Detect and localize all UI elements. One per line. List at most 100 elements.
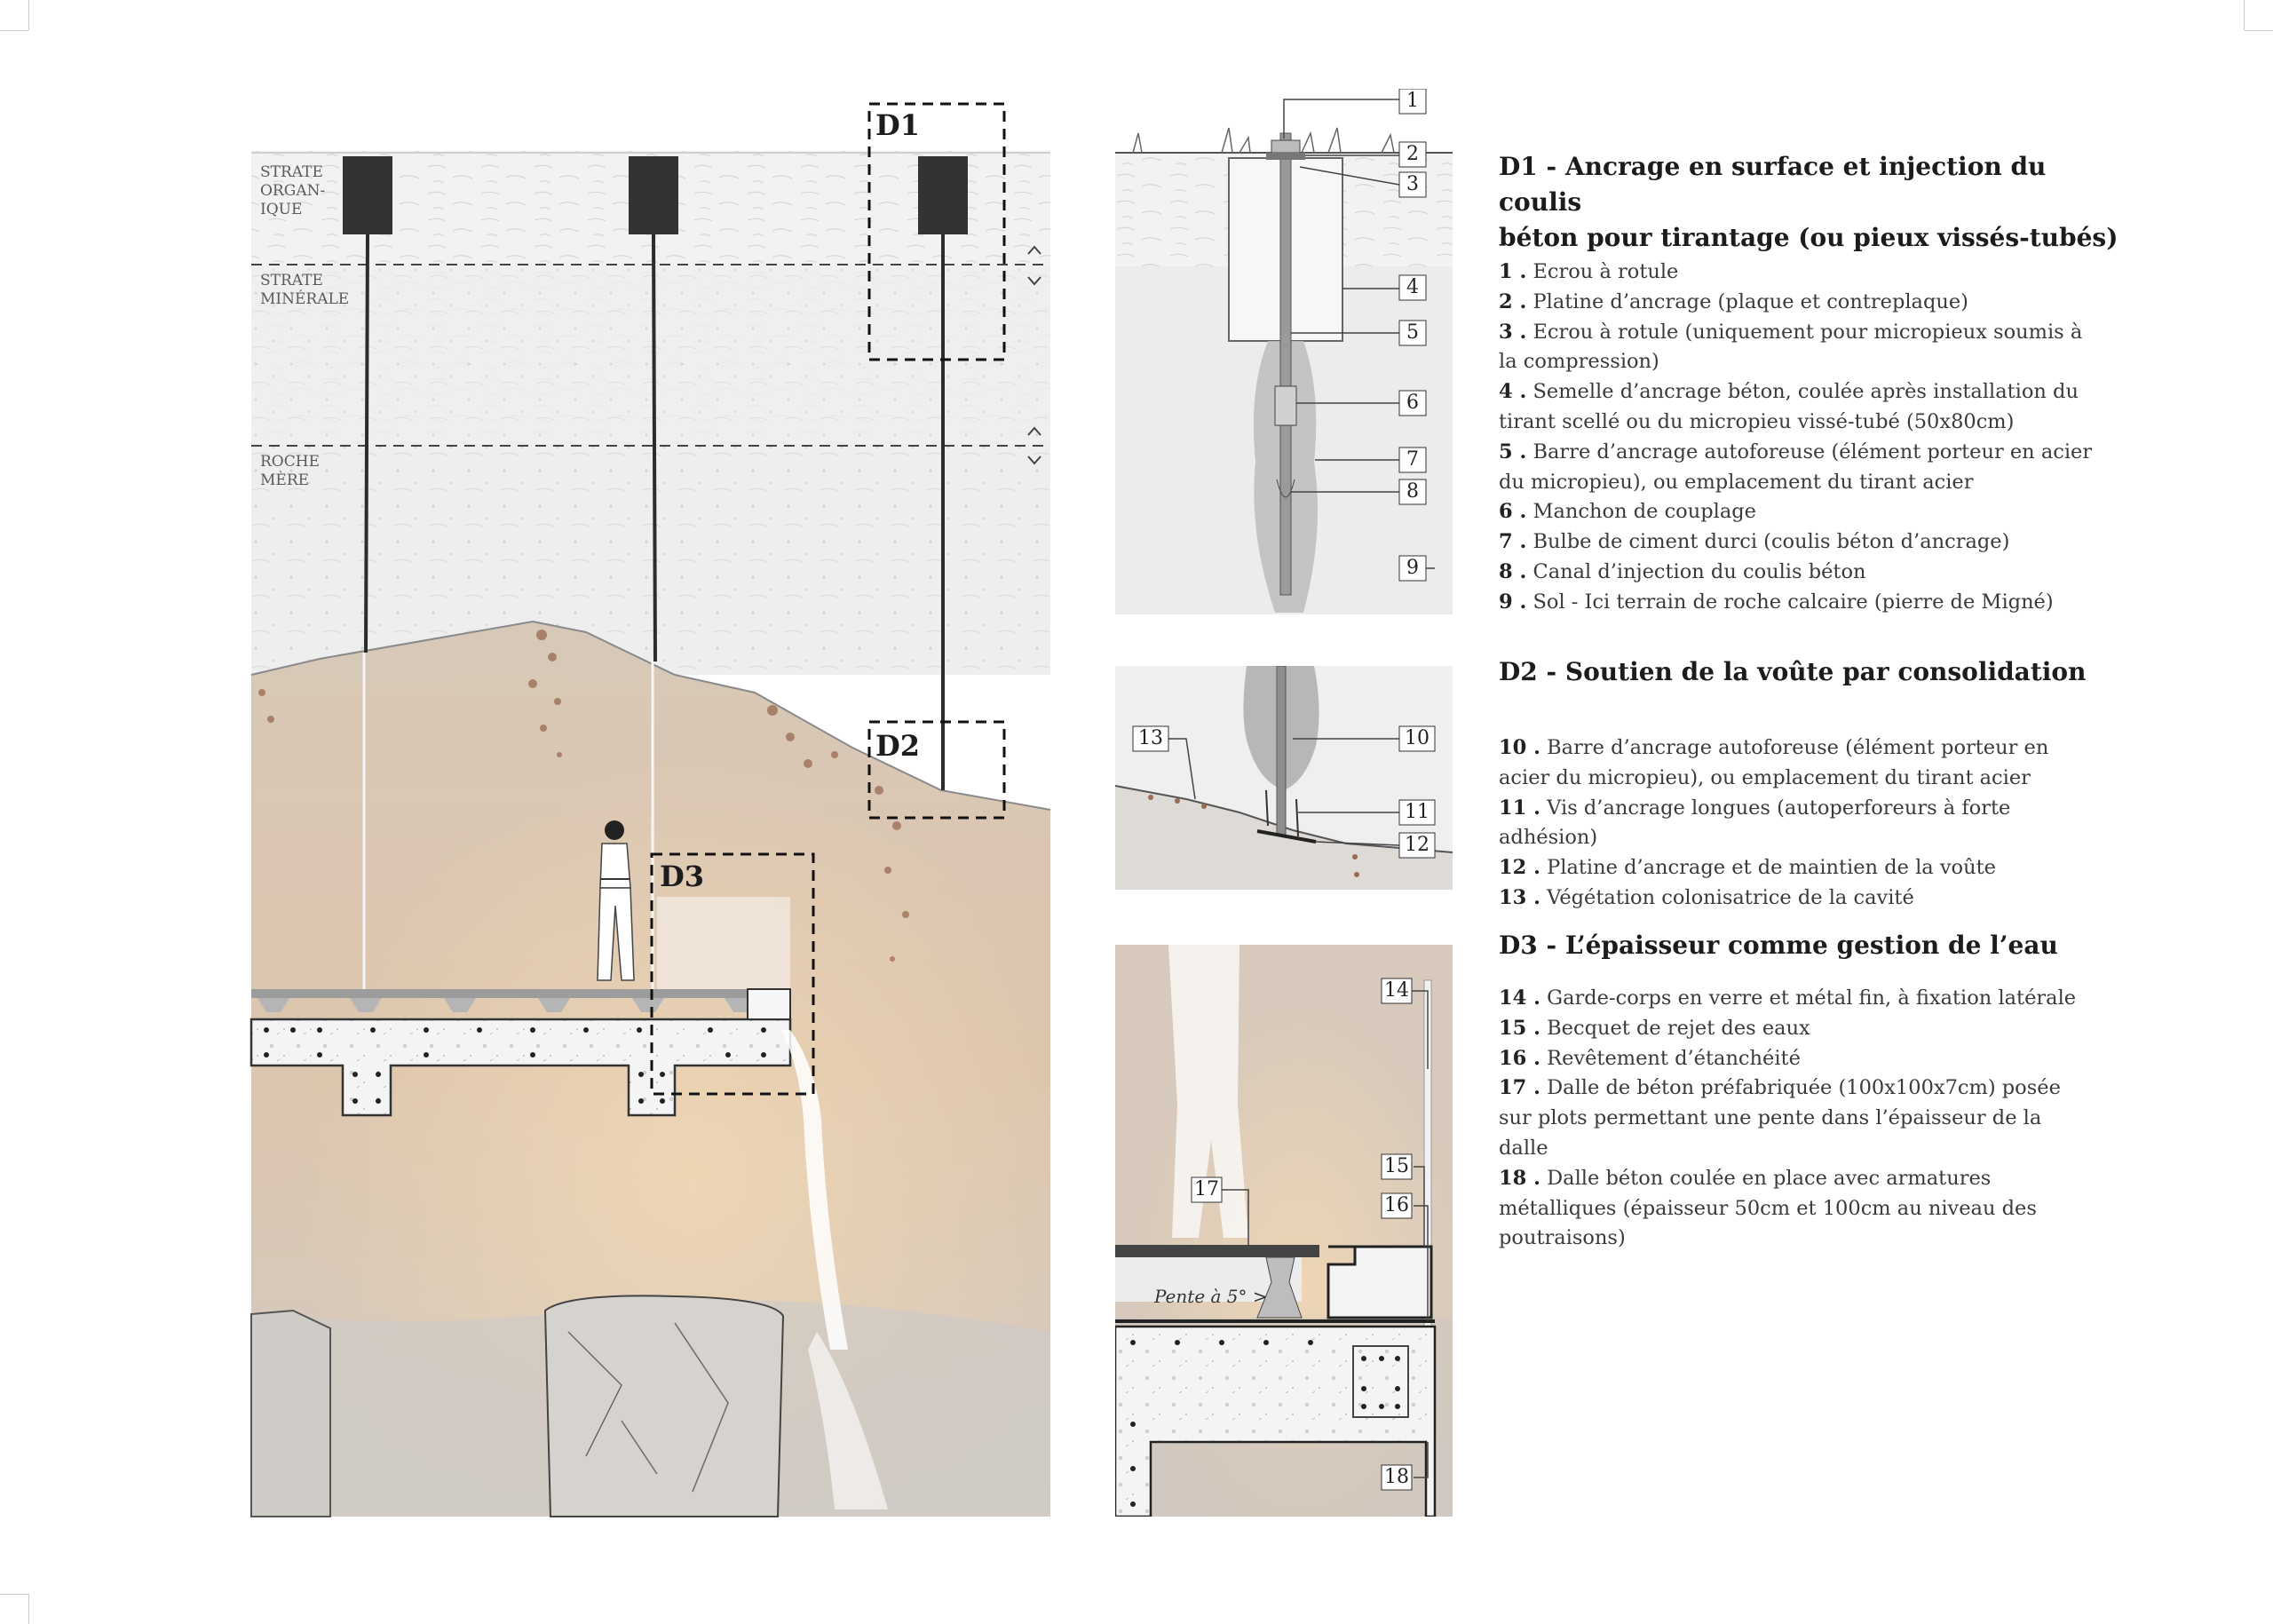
callout-14: 14 [1384, 979, 1409, 1002]
legend-num: 17 . [1499, 1076, 1540, 1100]
d3-legend-list: 14 . Garde-corps en verre et métal fin, … [1499, 984, 2094, 1254]
d1-title: D1 - Ancrage en surface et injection du … [1499, 149, 2120, 256]
detail-box-label-d1: D1 [875, 108, 921, 142]
legend-item: 8 . Canal d’injection du coulis béton [1499, 558, 2094, 588]
legend-num: 15 . [1499, 1016, 1540, 1040]
legend-text: Végétation colonisatrice de la cavité [1547, 885, 1914, 909]
detail-box-label-d3: D3 [660, 860, 705, 893]
legend-num: 6 . [1499, 500, 1527, 524]
legend-text: Revêtement d’étanchéité [1547, 1046, 1801, 1070]
legend-text: Canal d’injection du coulis béton [1532, 559, 1866, 583]
strata-line: ROCHE [260, 453, 320, 471]
crop-mark-top-left [28, 0, 29, 30]
d3-title: D3 - L’épaisseur comme gestion de l’eau [1499, 931, 2058, 960]
legend-item: 16 . Revêtement d’étanchéité [1499, 1044, 2094, 1074]
legend-num: 9 . [1499, 590, 1527, 614]
legend-text: Ecrou à rotule (uniquement pour micropie… [1499, 320, 2083, 374]
strata-line: IQUE [260, 201, 303, 218]
legend-item: 9 . Sol - Ici terrain de roche calcaire … [1499, 588, 2094, 618]
legend-item: 12 . Platine d’ancrage et de maintien de… [1499, 853, 2094, 883]
callout-18: 18 [1384, 1466, 1409, 1488]
callout-15: 15 [1384, 1155, 1409, 1177]
legend-num: 2 . [1499, 289, 1527, 313]
callout-7: 7 [1406, 448, 1419, 471]
callout-8: 8 [1406, 480, 1419, 503]
callout-4: 4 [1406, 276, 1419, 298]
person-figure [597, 820, 635, 981]
legend-num: 8 . [1499, 559, 1527, 583]
legend-num: 7 . [1499, 530, 1527, 554]
legend-item: 13 . Végétation colonisatrice de la cavi… [1499, 883, 2094, 914]
legend-num: 12 . [1499, 856, 1540, 880]
callout-1: 1 [1406, 90, 1419, 112]
legend-text: Dalle béton coulée en place avec armatur… [1499, 1166, 2037, 1250]
strata-line: MÈRE [260, 471, 310, 489]
strata-label-roche: ROCHE MÈRE [260, 453, 320, 490]
callout-12: 12 [1405, 834, 1430, 856]
detail-d3-drawing [1115, 945, 1453, 1517]
legend-text: Barre d’ancrage autoforeuse (élément por… [1499, 440, 2093, 494]
strata-line: STRATE [260, 163, 323, 181]
strata-label-organique: STRATE ORGAN- IQUE [260, 163, 325, 219]
callout-13: 13 [1138, 727, 1163, 749]
legend-text: Garde-corps en verre et métal fin, à fix… [1547, 986, 2077, 1010]
legend-num: 14 . [1499, 986, 1540, 1010]
callout-16: 16 [1384, 1194, 1409, 1216]
legend-text: Dalle de béton préfabriquée (100x100x7cm… [1499, 1076, 2061, 1160]
callout-10: 10 [1405, 727, 1430, 749]
crop-mark-bottom-left-h [0, 1594, 28, 1595]
legend-num: 11 . [1499, 796, 1540, 820]
legend-item: 2 . Platine d’ancrage (plaque et contrep… [1499, 288, 2094, 318]
legend-num: 16 . [1499, 1046, 1540, 1070]
strata-line: ORGAN- [260, 182, 326, 200]
crop-mark-top-right [2244, 0, 2245, 30]
callout-2: 2 [1406, 143, 1419, 165]
detail-d2-drawing [1115, 666, 1453, 890]
strata-line: MINÉRALE [260, 290, 350, 308]
legend-item: 1 . Ecrou à rotule [1499, 257, 2094, 288]
legend-item: 4 . Semelle d’ancrage béton, coulée aprè… [1499, 377, 2094, 438]
callout-9: 9 [1406, 557, 1419, 579]
d1-legend-list: 1 . Ecrou à rotule 2 . Platine d’ancrage… [1499, 257, 2094, 618]
callout-17: 17 [1194, 1178, 1219, 1200]
legend-item: 5 . Barre d’ancrage autoforeuse (élément… [1499, 438, 2094, 498]
legend-num: 3 . [1499, 320, 1527, 344]
legend-item: 15 . Becquet de rejet des eaux [1499, 1014, 2094, 1044]
strata-label-minerale: STRATE MINÉRALE [260, 272, 349, 309]
legend-text: Platine d’ancrage (plaque et contreplaqu… [1532, 289, 1968, 313]
slope-label: Pente à 5° > [1154, 1286, 1268, 1307]
legend-item: 6 . Manchon de couplage [1499, 497, 2094, 527]
detail-box-label-d2: D2 [875, 729, 921, 763]
legend-text: Vis d’ancrage longues (autoperforeurs à … [1499, 796, 2011, 850]
crop-mark-top-right-h [2245, 30, 2273, 31]
legend-item: 11 . Vis d’ancrage longues (autoperforeu… [1499, 794, 2094, 854]
legend-text: Semelle d’ancrage béton, coulée après in… [1499, 380, 2079, 433]
legend-text: Sol - Ici terrain de roche calcaire (pie… [1532, 590, 2054, 614]
crop-mark-top-left-h [0, 30, 28, 31]
d2-legend-list: 10 . Barre d’ancrage autoforeuse (élémen… [1499, 733, 2094, 914]
legend-item: 7 . Bulbe de ciment durci (coulis béton … [1499, 527, 2094, 558]
legend-item: 18 . Dalle béton coulée en place avec ar… [1499, 1164, 2094, 1254]
legend-text: Barre d’ancrage autoforeuse (élément por… [1499, 736, 2049, 789]
legend-num: 5 . [1499, 440, 1527, 463]
legend-text: Becquet de rejet des eaux [1547, 1016, 1810, 1040]
d1-title-line: béton pour tirantage (ou pieux vissés-tu… [1499, 223, 2119, 252]
legend-item: 14 . Garde-corps en verre et métal fin, … [1499, 984, 2094, 1014]
legend-num: 18 . [1499, 1166, 1540, 1190]
legend-item: 17 . Dalle de béton préfabriquée (100x10… [1499, 1073, 2094, 1163]
legend-num: 4 . [1499, 380, 1527, 404]
crop-mark-bottom-left [28, 1594, 29, 1624]
strata-line: STRATE [260, 272, 323, 289]
callout-11: 11 [1405, 801, 1430, 823]
legend-text: Ecrou à rotule [1532, 260, 1679, 283]
legend-num: 1 . [1499, 260, 1527, 283]
d2-title: D2 - Soutien de la voûte par consolidati… [1499, 657, 2087, 686]
legend-text: Manchon de couplage [1532, 500, 1756, 524]
legend-item: 10 . Barre d’ancrage autoforeuse (élémen… [1499, 733, 2094, 794]
legend-num: 13 . [1499, 885, 1540, 909]
d1-title-line: D1 - Ancrage en surface et injection du … [1499, 152, 2047, 217]
callout-5: 5 [1406, 321, 1419, 344]
detail-d1-drawing [1115, 89, 1453, 614]
legend-text: Bulbe de ciment durci (coulis béton d’an… [1532, 530, 2010, 554]
